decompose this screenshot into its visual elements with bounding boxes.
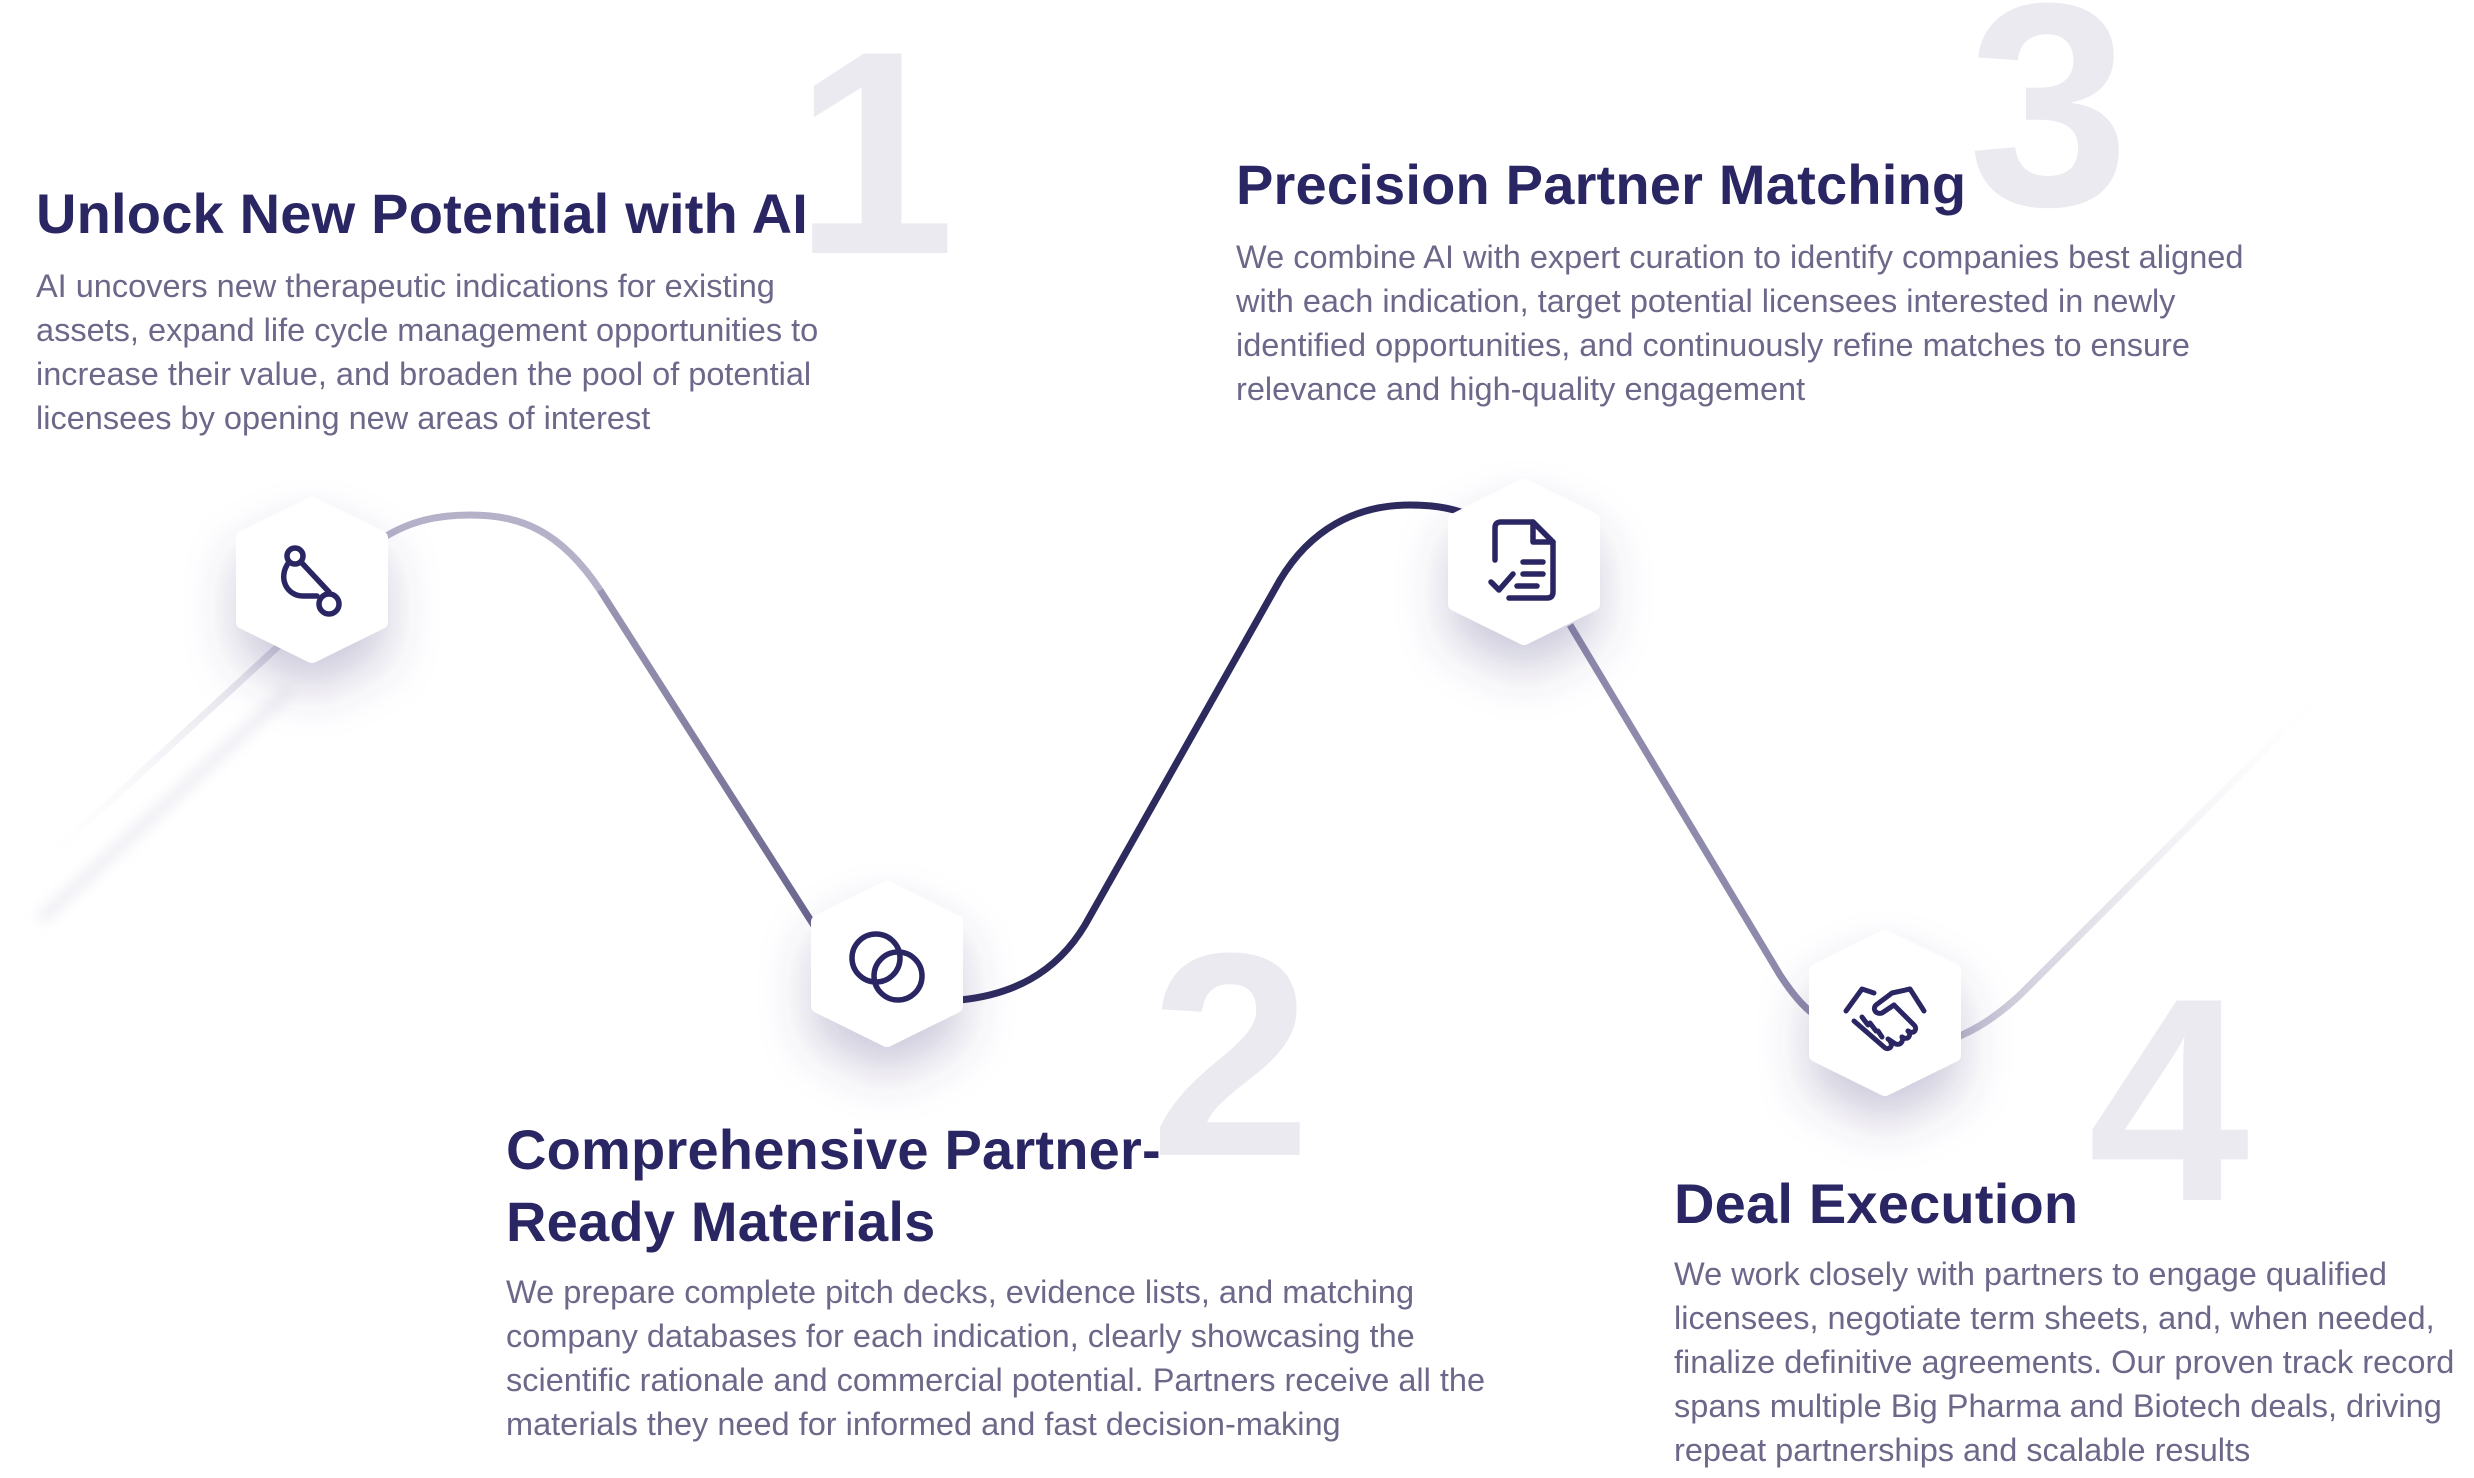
step-2: Comprehensive Partner-Ready Materials We… xyxy=(506,1114,1506,1446)
step-number-3: 3 xyxy=(1968,0,2130,267)
handshake-icon xyxy=(1843,986,1927,1052)
step-1-description: AI uncovers new therapeutic indications … xyxy=(36,268,819,436)
step-4-title: Deal Execution xyxy=(1674,1172,2079,1235)
step-3: Precision Partner Matching We combine AI… xyxy=(1236,149,2256,411)
overlapping-circles-icon xyxy=(849,931,925,1003)
step-4: Deal Execution We work closely with part… xyxy=(1674,1168,2474,1472)
document-check-icon xyxy=(1488,519,1556,601)
step-number-2: 2 xyxy=(1150,893,1312,1217)
step-number-4: 4 xyxy=(2088,938,2250,1262)
step-2-description: We prepare complete pitch decks, evidenc… xyxy=(506,1274,1486,1442)
step-number-1: 1 xyxy=(794,0,956,315)
step-3-icon-badge xyxy=(1448,479,1600,645)
step-1-icon-badge xyxy=(236,497,388,663)
step-2-title: Comprehensive Partner-Ready Materials xyxy=(506,1118,1161,1253)
step-1-title: Unlock New Potential with AI xyxy=(36,182,809,245)
step-4-description: We work closely with partners to engage … xyxy=(1674,1256,2455,1468)
step-3-title: Precision Partner Matching xyxy=(1236,153,1967,216)
step-3-description: We combine AI with expert curation to id… xyxy=(1236,239,2244,407)
step-1: Unlock New Potential with AI AI uncovers… xyxy=(36,178,856,440)
step-4-icon-badge xyxy=(1809,930,1961,1096)
route-icon xyxy=(281,545,342,617)
step-2-icon-badge xyxy=(811,881,963,1047)
